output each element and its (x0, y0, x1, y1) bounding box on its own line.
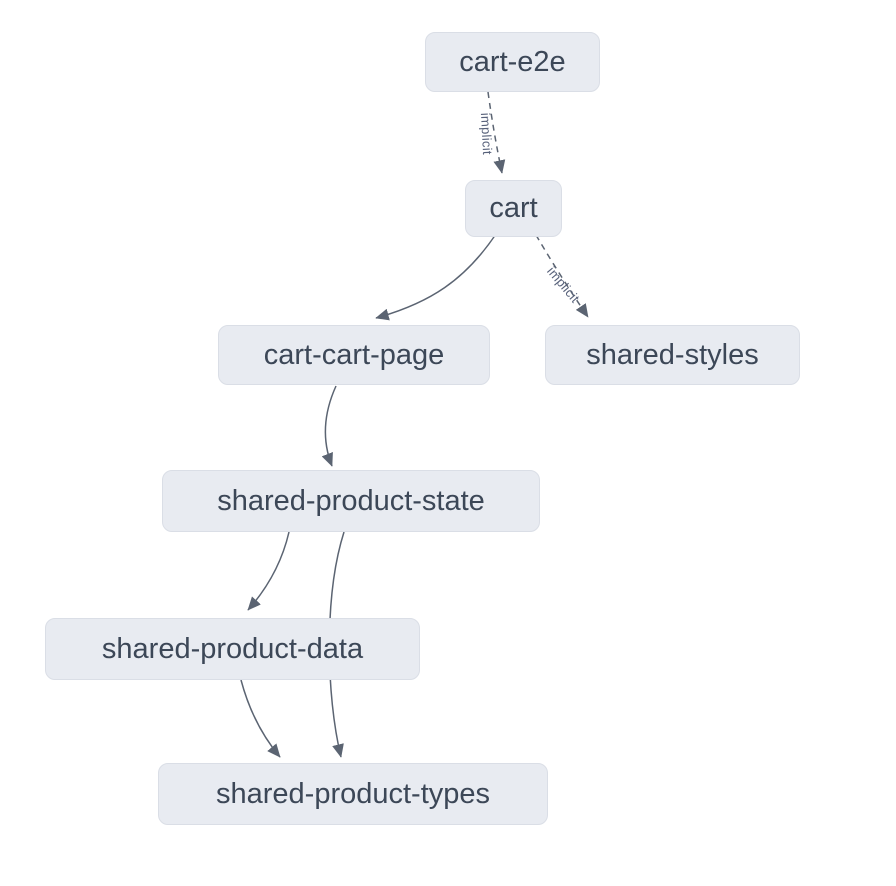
node-shared-product-data[interactable]: shared-product-data (45, 618, 420, 680)
node-shared-styles[interactable]: shared-styles (545, 325, 800, 385)
node-cart-cart-page[interactable]: cart-cart-page (218, 325, 490, 385)
node-label: cart-cart-page (263, 338, 445, 371)
edge-label-implicit-shared-styles: implicit (544, 264, 583, 306)
edge-cart-to-cart-cart-page (375, 233, 497, 321)
node-label: cart (489, 192, 538, 224)
node-cart-e2e[interactable]: cart-e2e (425, 32, 600, 92)
edge-shared-product-data-to-shared-product-types (240, 679, 281, 758)
node-label: shared-product-types (215, 777, 491, 810)
node-cart[interactable]: cart (465, 180, 562, 237)
node-label: shared-product-state (217, 484, 485, 517)
node-label: shared-product-data (101, 632, 364, 665)
edge-shared-product-state-to-shared-product-data (247, 531, 290, 611)
edge-cart-to-shared-styles (535, 234, 589, 318)
edge-label-implicit-cart-e2e: implicit (478, 112, 495, 155)
edge-cart-cart-page-to-shared-product-state (321, 385, 337, 467)
node-shared-product-types[interactable]: shared-product-types (158, 763, 548, 825)
node-shared-product-state[interactable]: shared-product-state (162, 470, 540, 532)
node-label: cart-e2e (459, 45, 566, 78)
node-label: shared-styles (586, 338, 759, 371)
